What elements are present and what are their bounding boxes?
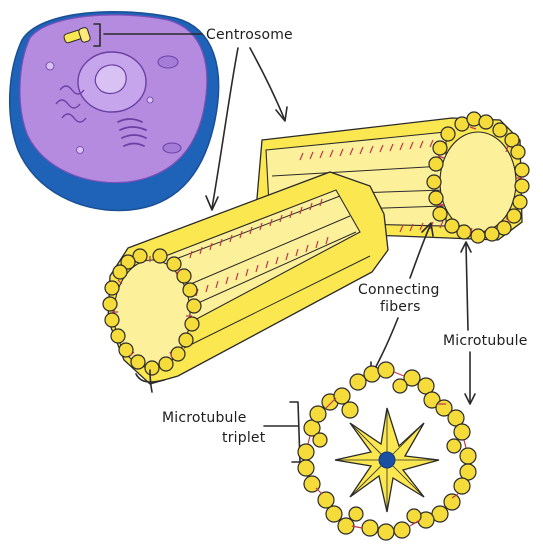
vesicle xyxy=(77,147,84,154)
label-connecting-fibers-line1: Connecting xyxy=(358,282,440,298)
hub-center xyxy=(379,452,395,468)
arrow-microtubule-up xyxy=(466,244,468,330)
label-centrosome: Centrosome xyxy=(206,27,293,43)
vesicle xyxy=(147,97,153,103)
label-microtubule-triplet-line1: Microtubule xyxy=(162,410,247,426)
arrow-centrosome-right xyxy=(250,48,284,118)
cell-illustration xyxy=(10,12,219,211)
mitochondrion xyxy=(163,143,181,153)
label-microtubule-triplet-line2: triplet xyxy=(222,430,266,446)
nucleolus xyxy=(95,65,126,94)
vesicle xyxy=(46,62,54,70)
label-microtubule: Microtubule xyxy=(443,333,528,349)
cross-section xyxy=(298,362,476,540)
cartwheel-hub xyxy=(335,408,439,512)
label-connecting-fibers-line2: fibers xyxy=(380,299,421,315)
mitochondrion xyxy=(158,56,178,68)
